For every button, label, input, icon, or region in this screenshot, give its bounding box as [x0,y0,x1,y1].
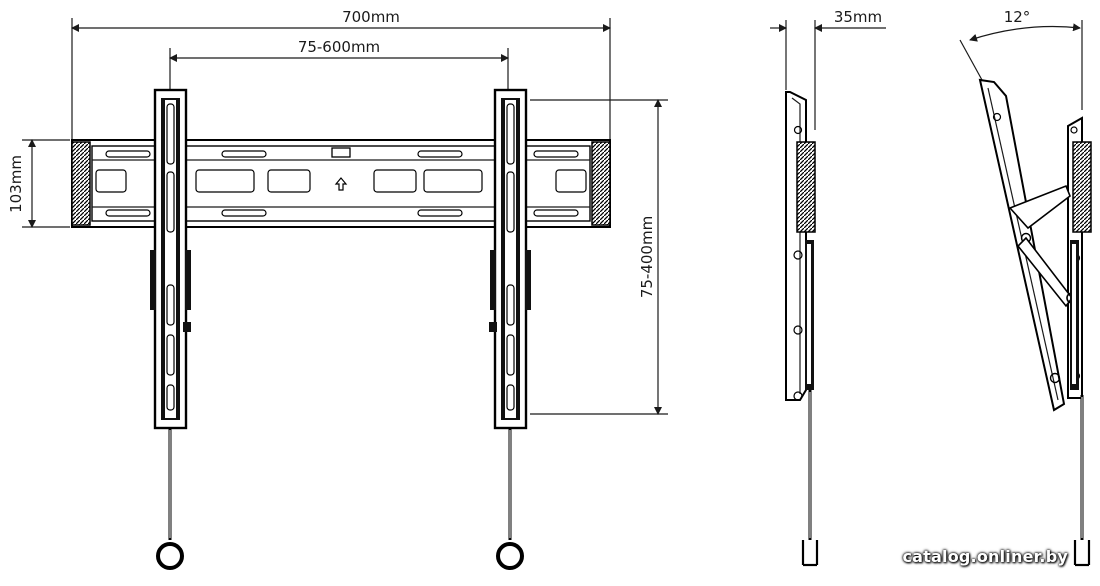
wall-depth-label: 35mm [834,8,882,26]
right-arm [489,88,531,570]
dimension-overall-width: 700mm [71,8,611,140]
watermark: catalog.onliner.by [902,547,1068,566]
dimension-wall-depth: 35mm [770,8,886,130]
tilted-view: 12° [959,8,1092,567]
right-pull-ring [496,542,524,570]
right-end-cap [591,141,611,226]
plate-slots [95,150,587,217]
vesa-vertical-label: 75-400mm [638,216,656,298]
overall-width-label: 700mm [342,8,400,26]
up-arrow-icon [334,177,348,191]
vesa-horizontal-label: 75-600mm [298,38,380,56]
side-end-cap [796,141,816,233]
dimension-plate-height: 103mm [7,139,70,228]
plate-height-label: 103mm [7,155,25,213]
front-view: 700mm 75-600mm 103mm 75-400mm [7,8,668,570]
left-arm [150,88,191,570]
side-view: 35mm [770,8,886,567]
left-pull-ring [156,542,184,570]
wall-plate [71,139,611,228]
tilted-end-cap [1072,141,1092,233]
dimension-tilt-angle: 12° [959,8,1083,110]
level-tab [331,147,351,158]
tilt-angle-label: 12° [1004,8,1031,26]
dimension-vesa-horizontal: 75-600mm [169,38,509,90]
dimension-vesa-vertical: 75-400mm [530,99,668,415]
left-end-cap [71,141,91,226]
